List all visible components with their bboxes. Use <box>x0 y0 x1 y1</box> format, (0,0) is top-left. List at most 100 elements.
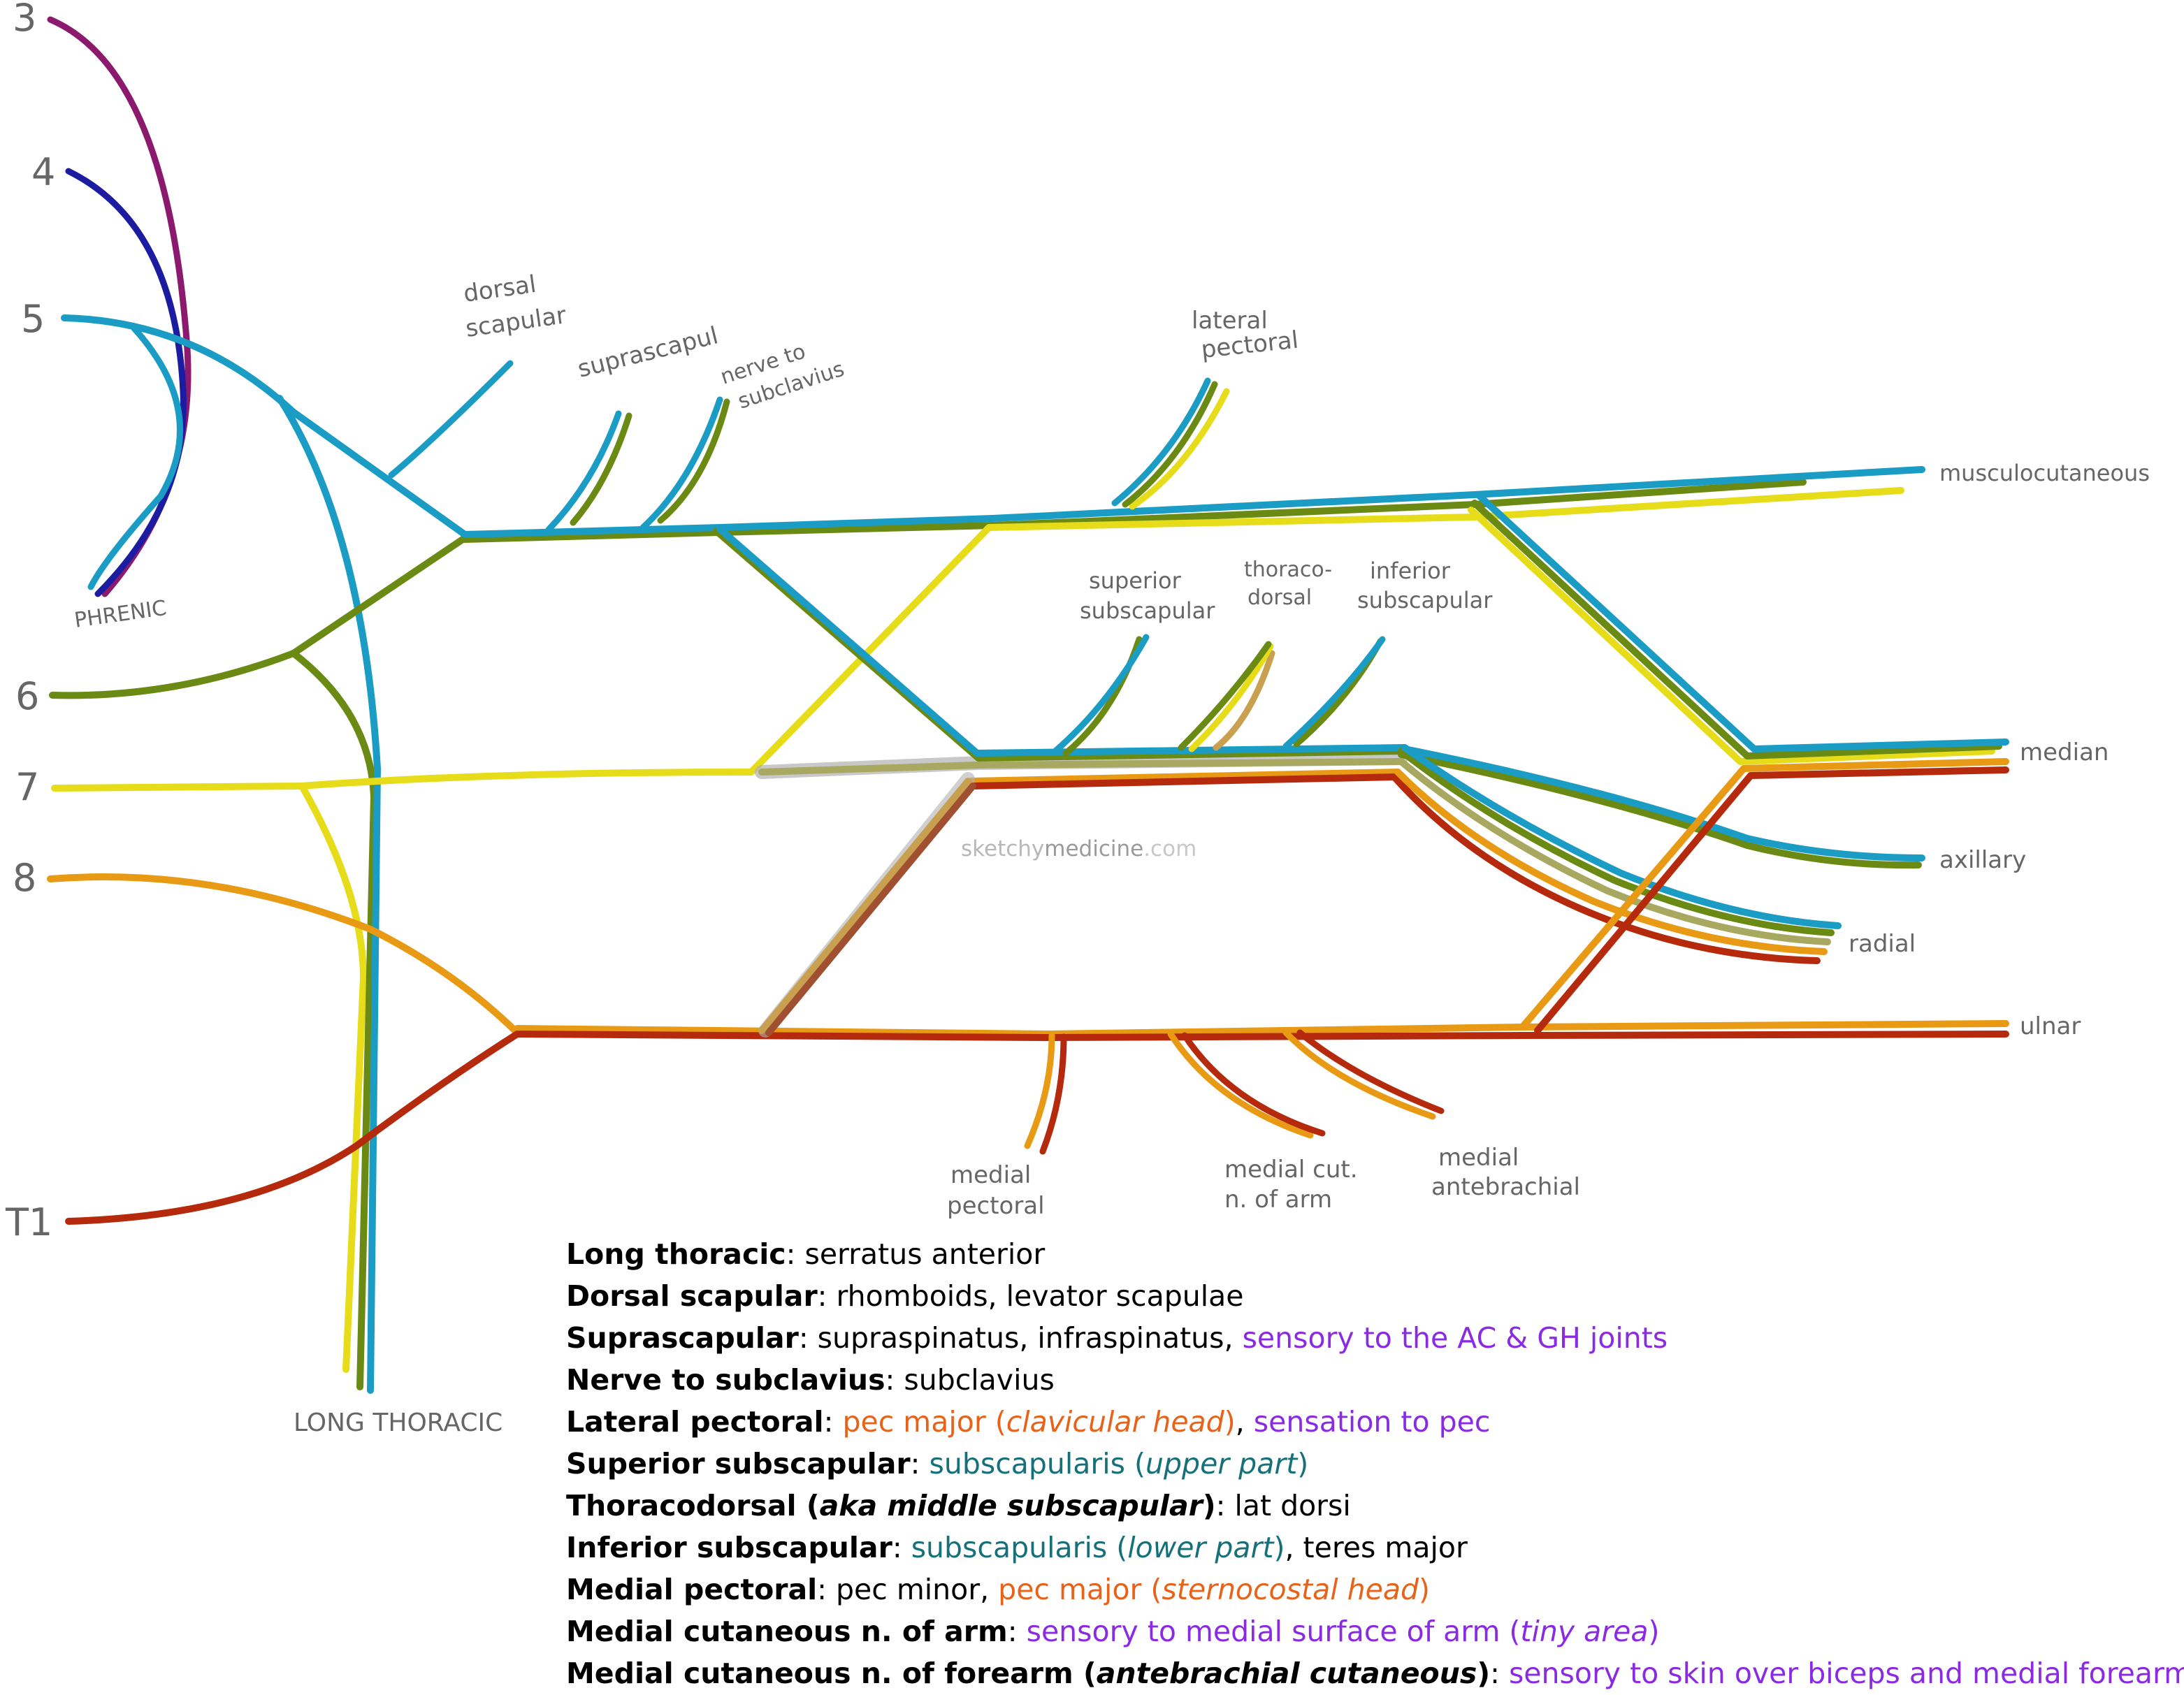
legend-segment: Superior subscapular <box>566 1447 911 1481</box>
superior-subscapular-nerve-c6 <box>1062 636 1143 757</box>
radial-nerve-c8 <box>1394 769 1828 955</box>
legend-segment: : pec minor, <box>817 1573 999 1606</box>
medial-root-median-c8 <box>1520 758 2009 1029</box>
legend-segment: antebrachial cutaneous <box>1096 1657 1477 1690</box>
root-c4-nerve <box>65 168 187 597</box>
radial-nerve-c6 <box>1398 748 1835 936</box>
legend-segment: : <box>910 1447 930 1481</box>
thoracodorsal-label-line2: dorsal <box>1248 585 1312 610</box>
dorsal-scapular-label-line2: scapular <box>464 301 568 343</box>
medial-cut-arm-nerve-c8 <box>1167 1031 1314 1139</box>
root-label-c3: 3 <box>13 0 36 40</box>
legend-segment: sternocostal head <box>1162 1573 1419 1606</box>
legend-segment: subscapularis ( <box>929 1447 1146 1481</box>
medial-posterior-link-c8 <box>758 778 971 1034</box>
lateral-pectoral-c7 <box>1129 388 1230 510</box>
radial-nerve-t1 <box>1391 773 1821 964</box>
medial-antebrachial-label-line1: medial <box>1438 1144 1519 1172</box>
axillary-label: axillary <box>1939 846 2026 874</box>
lateral-pectoral-label-line1: lateral <box>1192 307 1268 335</box>
legend-segment: : lat dorsi <box>1215 1489 1351 1522</box>
legend-segment: : supraspinatus, infraspinatus, <box>798 1321 1243 1355</box>
c7-lateral-cord-nerve <box>748 487 1904 776</box>
legend-segment: : <box>1490 1657 1509 1690</box>
lateral-pectoral-c6 <box>1122 381 1218 508</box>
legend-segment: : subclavius <box>885 1363 1055 1397</box>
suprascapular-nerve-c6 <box>570 412 632 526</box>
legend-row: Long thoracic: serratus anterior <box>566 1233 2174 1275</box>
radial-nerve-c7 <box>1398 758 1831 945</box>
root-label-c4: 4 <box>31 150 55 194</box>
median-label: median <box>2020 739 2109 766</box>
dorsal-scapular-nerve <box>388 360 514 479</box>
upper-trunk-c5 <box>461 466 1925 538</box>
legend-segment: Medial cutaneous n. of arm <box>566 1615 1008 1648</box>
medial-root-median-t1 <box>1534 766 2009 1034</box>
inferior-subscapular-nerve-c5 <box>1282 636 1386 750</box>
long-thoracic-c7-nerve <box>298 783 367 1373</box>
legend-row: Dorsal scapular: rhomboids, levator scap… <box>566 1275 2174 1317</box>
axillary-nerve-c6 <box>1398 751 1922 869</box>
legend-segment: ) <box>1297 1447 1309 1481</box>
phrenic-branch-c5 <box>87 325 183 590</box>
medial-pectoral-nerve-t1 <box>1039 1033 1067 1155</box>
suprascapular-nerve-c5 <box>545 410 622 533</box>
legend-segment: Medial pectoral <box>566 1573 818 1606</box>
posterior-cord-t1 <box>969 773 1398 790</box>
radial-label: radial <box>1849 930 1916 958</box>
legend-segment: : serratus anterior <box>786 1237 1046 1271</box>
legend-segment: ) <box>1418 1573 1430 1606</box>
lateral-root-median-c5 <box>1475 491 2009 752</box>
root-label-c5: 5 <box>21 297 45 341</box>
legend-segment: Thoracodorsal ( <box>566 1489 820 1522</box>
posterior-cord-c7 <box>758 758 1405 776</box>
medial-pectoral-label-line2: pectoral <box>947 1192 1045 1220</box>
medial-cut-arm-label-line2: n. of arm <box>1224 1186 1332 1214</box>
legend-segment: pec major ( <box>998 1573 1162 1606</box>
root-t1-nerve <box>65 1031 521 1225</box>
watermark-part-a: sketchy <box>961 836 1044 861</box>
root-label-c8: 8 <box>13 856 36 900</box>
watermark-part-b: medicine <box>1044 836 1143 861</box>
lateral-root-median-c7 <box>1468 507 1995 765</box>
legend-segment: Nerve to subclavius <box>566 1363 885 1397</box>
root-c8-nerve <box>47 873 521 1036</box>
root-label-c6: 6 <box>15 674 39 718</box>
legend-segment: Suprascapular <box>566 1321 799 1355</box>
legend-segment: ) <box>1273 1531 1285 1564</box>
superior-subscapular-nerve-c5 <box>1052 634 1150 755</box>
legend-segment: Lateral pectoral <box>566 1405 824 1439</box>
lateral-pectoral-c5 <box>1111 377 1211 507</box>
root-label-t1: T1 <box>5 1200 52 1244</box>
watermark: sketchymedicine.com <box>961 836 1196 861</box>
legend-segment: sensory to medial surface of arm ( <box>1026 1615 1521 1648</box>
long-thoracic-c5-nerve <box>276 395 381 1394</box>
legend-row: Medial pectoral: pec minor, pec major (s… <box>566 1569 2174 1610</box>
root-c7-nerve <box>51 769 755 792</box>
legend-row: Lateral pectoral: pec major (clavicular … <box>566 1401 2174 1443</box>
posterior-cord-c5 <box>716 525 1408 757</box>
legend-segment: upper part <box>1145 1447 1298 1481</box>
legend-segment: sensory to the AC & GH joints <box>1242 1321 1668 1355</box>
nerve-to-subclavius-c6 <box>657 398 730 524</box>
axillary-nerve-c5 <box>1401 745 1925 861</box>
legend-segment: subscapularis ( <box>911 1531 1128 1564</box>
posterior-cord-c6 <box>713 528 1405 762</box>
ulnar-label: ulnar <box>2020 1012 2081 1040</box>
legend-row: Medial cutaneous n. of arm: sensory to m… <box>566 1610 2174 1652</box>
legend-segment: aka middle subscapular <box>819 1489 1203 1522</box>
lower-trunk-t1 <box>514 1031 2009 1041</box>
legend-segment: sensation to pec <box>1253 1405 1491 1439</box>
medial-pectoral-nerve-c8 <box>1024 1032 1055 1149</box>
medial-antebrachial-label-line2: antebrachial <box>1431 1173 1580 1201</box>
legend-segment: Dorsal scapular <box>566 1279 818 1313</box>
superior-subscapular-label-line2: subscapular <box>1080 597 1215 624</box>
legend-segment: lower part <box>1127 1531 1274 1564</box>
legend-segment: Medial cutaneous n. of forearm ( <box>566 1657 1097 1690</box>
thoracodorsal-nerve-c7 <box>1188 643 1274 752</box>
nerve-to-subclavius-c5 <box>639 396 723 531</box>
root-label-c7: 7 <box>15 765 39 809</box>
legend-segment: : <box>823 1405 843 1439</box>
legend-segment: clavicular head <box>1006 1405 1224 1439</box>
